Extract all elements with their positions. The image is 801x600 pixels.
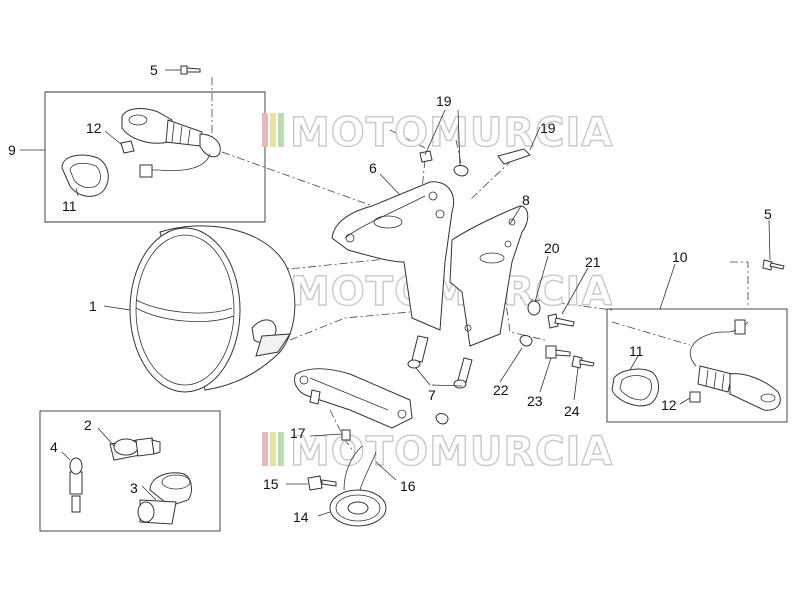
callout-22: 22 xyxy=(493,382,509,398)
callout-24: 24 xyxy=(564,403,580,419)
headlamp-part xyxy=(129,225,296,393)
bracket-left-part xyxy=(331,181,454,331)
callout-21: 21 xyxy=(585,254,601,270)
hardware-parts xyxy=(519,300,595,369)
assembly-lines xyxy=(211,77,749,461)
turn-signal-right-assembly xyxy=(611,259,785,411)
bracket-right-part xyxy=(449,205,529,347)
callout-numbers: 1 2 3 4 5 5 6 7 8 9 10 11 11 12 12 14 15… xyxy=(8,62,772,525)
lower-plate-part xyxy=(294,368,449,441)
callout-8: 8 xyxy=(522,192,530,208)
callout-1: 1 xyxy=(89,298,97,314)
callout-16: 16 xyxy=(400,478,416,494)
callout-12-right: 12 xyxy=(661,397,677,413)
leader-lines xyxy=(20,69,771,517)
callout-14: 14 xyxy=(293,509,309,525)
callout-5-left: 5 xyxy=(150,62,158,78)
turn-signal-left-assembly xyxy=(61,65,221,197)
callout-10: 10 xyxy=(672,249,688,265)
svg-text:MOTOMURCIA: MOTOMURCIA xyxy=(290,429,613,475)
callout-6: 6 xyxy=(369,160,377,176)
callout-9: 9 xyxy=(8,142,16,158)
callout-11-right: 11 xyxy=(629,343,644,359)
callout-20: 20 xyxy=(544,240,560,256)
turn-signal-box-right xyxy=(606,308,788,423)
callout-23: 23 xyxy=(527,393,543,409)
watermark-bottom: MOTOMURCIA xyxy=(262,428,613,476)
callout-2: 2 xyxy=(84,417,92,433)
callout-19-right: 19 xyxy=(540,120,556,136)
grommet-parts xyxy=(419,148,531,177)
bracket-screws xyxy=(407,335,473,389)
bulb-kit-parts xyxy=(69,437,192,525)
callout-3: 3 xyxy=(130,480,138,496)
callout-19-top: 19 xyxy=(436,93,452,109)
callout-11-left: 11 xyxy=(62,198,77,214)
callout-17: 17 xyxy=(290,425,306,441)
watermark-top: MOTOMURCIA xyxy=(262,109,613,157)
turn-signal-box-left xyxy=(44,91,266,223)
callout-7: 7 xyxy=(428,387,436,403)
bulb-kit-box xyxy=(39,410,221,532)
horn-part xyxy=(307,445,387,527)
callout-12-left: 12 xyxy=(86,120,102,136)
callout-4: 4 xyxy=(50,439,58,455)
callout-5-right: 5 xyxy=(764,206,772,222)
svg-text:MOTOMURCIA: MOTOMURCIA xyxy=(290,110,613,156)
callout-15: 15 xyxy=(263,476,279,492)
